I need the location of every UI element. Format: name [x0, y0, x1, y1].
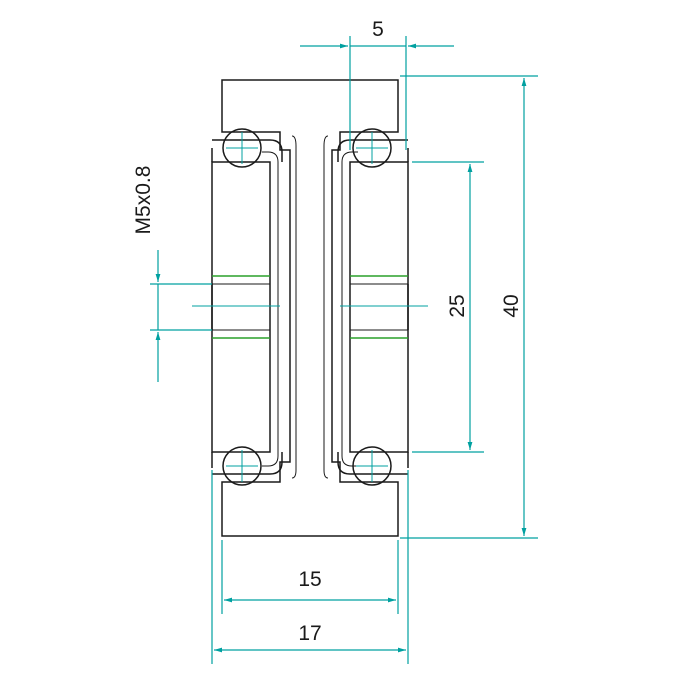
left-outer-lip-top	[212, 139, 283, 162]
right-outer-member	[337, 139, 409, 475]
intermediate-channels	[262, 135, 358, 479]
dim-thread-label: M5x0.8	[132, 166, 155, 235]
dim-overall-width: 17	[211, 470, 409, 664]
dim-25-label: 25	[446, 294, 469, 317]
dim-overall-height: 40	[400, 75, 538, 539]
ball-bottom-right	[352, 446, 392, 486]
right-outer-body	[349, 161, 409, 453]
ball-top-right	[352, 128, 392, 168]
dim-inner-width: 15	[221, 540, 399, 614]
inner-member	[221, 79, 399, 537]
ball-bottom-left	[222, 446, 262, 486]
left-hole	[211, 283, 271, 331]
dim-17-label: 17	[298, 622, 321, 645]
left-channel-line	[262, 151, 279, 467]
dim-inner-height: 25	[412, 161, 484, 453]
right-channel-line	[341, 151, 358, 467]
left-inner-channel	[291, 135, 297, 479]
bearing-balls	[222, 128, 392, 486]
dim-15-label: 15	[298, 568, 321, 591]
dim-40-label: 40	[500, 294, 523, 317]
left-outer-body	[211, 161, 271, 453]
dim-5-label: 5	[372, 18, 384, 41]
right-outer-lip-top	[337, 139, 408, 162]
mounting-holes	[211, 275, 409, 339]
right-outer-lip-bottom	[337, 452, 408, 475]
dim-thread: M5x0.8	[132, 166, 212, 382]
right-hole	[349, 283, 409, 331]
left-outer-lip-bottom	[212, 452, 283, 475]
inner-member-body	[221, 79, 399, 537]
ball-top-left	[222, 128, 262, 168]
right-inner-channel	[323, 135, 329, 479]
dim-ball-spacing: 5	[300, 18, 454, 150]
left-outer-member	[211, 139, 283, 475]
